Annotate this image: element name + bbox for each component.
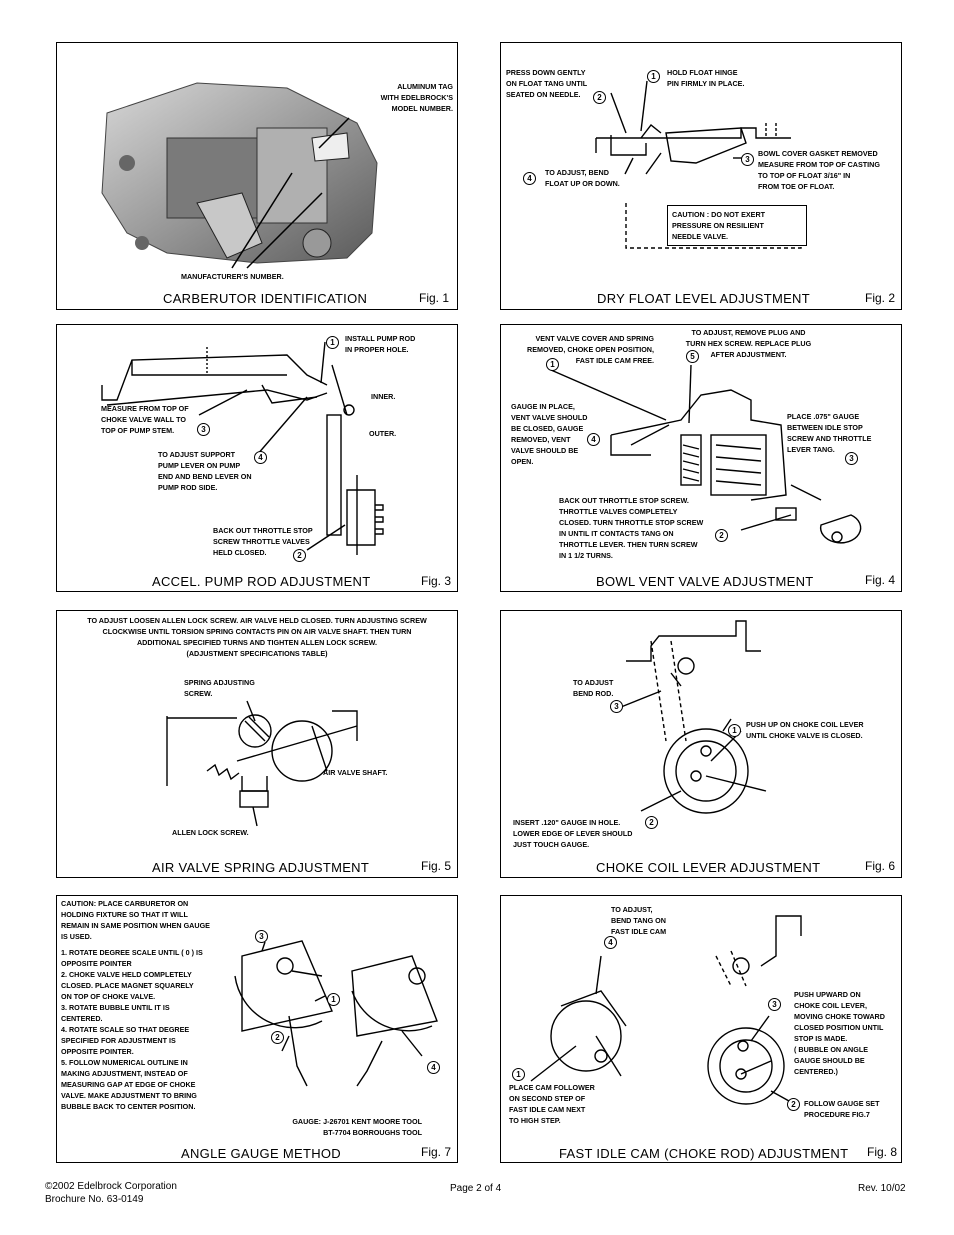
note-allen-lock-screw: ALLEN LOCK SCREW. [172, 828, 249, 837]
fig5-panel: TO ADJUST LOOSEN ALLEN LOCK SCREW. AIR V… [56, 610, 458, 878]
step-2-marker: 2 [715, 529, 728, 542]
fig8-title: FAST IDLE CAM (CHOKE ROD) ADJUSTMENT [559, 1146, 849, 1161]
caution-box: CAUTION : DO NOT EXERT PRESSURE ON RESIL… [667, 205, 807, 246]
footer-copyright: ©2002 Edelbrock Corporation Brochure No.… [45, 1181, 177, 1205]
step-4-marker: 4 [523, 172, 536, 185]
note-remove-plug: TO ADJUST, REMOVE PLUG AND TURN HEX SCRE… [685, 328, 812, 359]
step-5-marker: 5 [686, 350, 699, 363]
note-gauge-in-place: GAUGE IN PLACE, VENT VALVE SHOULD BE CLO… [511, 402, 588, 466]
footer-page-number: Page 2 of 4 [450, 1183, 502, 1194]
step-2-marker: 2 [593, 91, 606, 104]
carburetor-photo [101, 82, 378, 269]
note-place-cam-follower: PLACE CAM FOLLOWER ON SECOND STEP OF FAS… [509, 1083, 595, 1125]
step-3-marker: 3 [197, 423, 210, 436]
fig7-panel: CAUTION: PLACE CARBURETOR ON HOLDING FIX… [56, 895, 458, 1163]
note-push-upward: PUSH UPWARD ON CHOKE COIL LEVER, MOVING … [794, 990, 885, 1076]
note-install-pump-rod: INSTALL PUMP ROD IN PROPER HOLE. [345, 334, 416, 354]
fig7-title: ANGLE GAUGE METHOD [181, 1146, 341, 1161]
fig6-panel: TO ADJUST BEND ROD. 3 1 PUSH UP ON CHOKE… [500, 610, 902, 878]
angle-gauge-drawing [234, 940, 438, 1087]
note-to-adjust-bend: TO ADJUST, BEND FLOAT UP OR DOWN. [545, 168, 620, 188]
fig8-label: Fig. 8 [867, 1145, 898, 1159]
bowl-vent-drawing [550, 364, 862, 544]
note-measure-top: MEASURE FROM TOP OF CHOKE VALVE WALL TO … [101, 404, 189, 435]
fig4-panel: VENT VALVE COVER AND SPRING REMOVED, CHO… [500, 324, 902, 592]
air-valve-drawing [166, 700, 358, 827]
step-4-marker: 4 [254, 451, 267, 464]
step-3-marker: 3 [741, 153, 754, 166]
note-bowl-cover: BOWL COVER GASKET REMOVED MEASURE FROM T… [758, 149, 880, 191]
fig2-label: Fig. 2 [865, 291, 896, 305]
note-place-075-gauge: PLACE .075" GAUGE BETWEEN IDLE STOP SCRE… [787, 412, 872, 454]
step-4-marker: 4 [427, 1061, 440, 1074]
gauge-tool-note: GAUGE: J-26701 KENT MOORE TOOL BT-7704 B… [292, 1117, 422, 1137]
fig3-title: ACCEL. PUMP ROD ADJUSTMENT [152, 574, 371, 589]
fig4-label: Fig. 4 [865, 573, 896, 587]
step-1-marker: 1 [546, 358, 559, 371]
note-bend-tang: TO ADJUST, BEND TANG ON FAST IDLE CAM [611, 905, 667, 936]
note-vent-cover-removed: VENT VALVE COVER AND SPRING REMOVED, CHO… [527, 334, 654, 365]
caution-note: CAUTION: PLACE CARBURETOR ON HOLDING FIX… [61, 899, 210, 941]
step-3-marker: 3 [255, 930, 268, 943]
step-2-marker: 2 [271, 1031, 284, 1044]
fig5-label: Fig. 5 [421, 859, 452, 873]
choke-coil-drawing [620, 620, 767, 814]
fig3-label: Fig. 3 [421, 574, 452, 588]
note-throttle-stop-screw: BACK OUT THROTTLE STOP SCREW. THROTTLE V… [559, 496, 704, 560]
fig1-panel: ALUMINUM TAG WITH EDELBROCK'S MODEL NUMB… [56, 42, 458, 310]
fig7-label: Fig. 7 [421, 1145, 452, 1159]
note-push-up-choke: PUSH UP ON CHOKE COIL LEVER UNTIL CHOKE … [746, 720, 864, 740]
fig1-label: Fig. 1 [419, 291, 450, 305]
note-support-pump-lever: TO ADJUST SUPPORT PUMP LEVER ON PUMP END… [158, 450, 252, 492]
fig4-title: BOWL VENT VALVE ADJUSTMENT [596, 574, 814, 589]
pump-rod-drawing [101, 341, 384, 555]
fig2-title: DRY FLOAT LEVEL ADJUSTMENT [597, 291, 810, 306]
note-air-valve-shaft: AIR VALVE SHAFT. [323, 768, 388, 777]
note-spring-adjusting-screw: SPRING ADJUSTING SCREW. [184, 678, 255, 698]
step-2-marker: 2 [787, 1098, 800, 1111]
note-follow-gauge: FOLLOW GAUGE SET PROCEDURE FIG.7 [804, 1099, 880, 1119]
step-3-marker: 3 [610, 700, 623, 713]
footer-revision: Rev. 10/02 [858, 1183, 906, 1194]
step-1-marker: 1 [512, 1068, 525, 1081]
note-press-down: PRESS DOWN GENTLY ON FLOAT TANG UNTIL SE… [506, 68, 588, 99]
fig6-title: CHOKE COIL LEVER ADJUSTMENT [596, 860, 821, 875]
fig5-title: AIR VALVE SPRING ADJUSTMENT [152, 860, 370, 875]
fig1-title: CARBERUTOR IDENTIFICATION [163, 291, 368, 306]
note-insert-gauge: INSERT .120" GAUGE IN HOLE. LOWER EDGE O… [513, 818, 633, 849]
angle-gauge-steps: 1. ROTATE DEGREE SCALE UNTIL ( 0 ) IS OP… [61, 948, 203, 1111]
fig8-panel: TO ADJUST, BEND TANG ON FAST IDLE CAM 4 … [500, 895, 902, 1163]
step-4-marker: 4 [587, 433, 600, 446]
note-air-valve-instructions: TO ADJUST LOOSEN ALLEN LOCK SCREW. AIR V… [87, 616, 427, 658]
step-1-marker: 1 [728, 724, 741, 737]
step-3-marker: 3 [768, 998, 781, 1011]
step-1-marker: 1 [647, 70, 660, 83]
step-2-marker: 2 [645, 816, 658, 829]
note-outer: OUTER. [369, 429, 397, 438]
step-4-marker: 4 [604, 936, 617, 949]
fast-idle-cam-drawing [530, 915, 802, 1105]
step-3-marker: 3 [845, 452, 858, 465]
note-aluminum-tag: ALUMINUM TAG WITH EDELBROCK'S MODEL NUMB… [380, 82, 453, 113]
note-bend-rod: TO ADJUST BEND ROD. [573, 678, 614, 698]
note-inner: INNER. [371, 392, 396, 401]
note-manufacturer-number: MANUFACTURER'S NUMBER. [181, 272, 284, 281]
fig6-label: Fig. 6 [865, 859, 896, 873]
step-1-marker: 1 [327, 993, 340, 1006]
fig2-panel: PRESS DOWN GENTLY ON FLOAT TANG UNTIL SE… [500, 42, 902, 310]
fig3-panel: 1 INSTALL PUMP ROD IN PROPER HOLE. INNER… [56, 324, 458, 592]
note-back-out-throttle: BACK OUT THROTTLE STOP SCREW THROTTLE VA… [213, 526, 313, 557]
step-1-marker: 1 [326, 336, 339, 349]
note-hold-float: HOLD FLOAT HINGE PIN FIRMLY IN PLACE. [667, 68, 745, 88]
step-2-marker: 2 [293, 549, 306, 562]
